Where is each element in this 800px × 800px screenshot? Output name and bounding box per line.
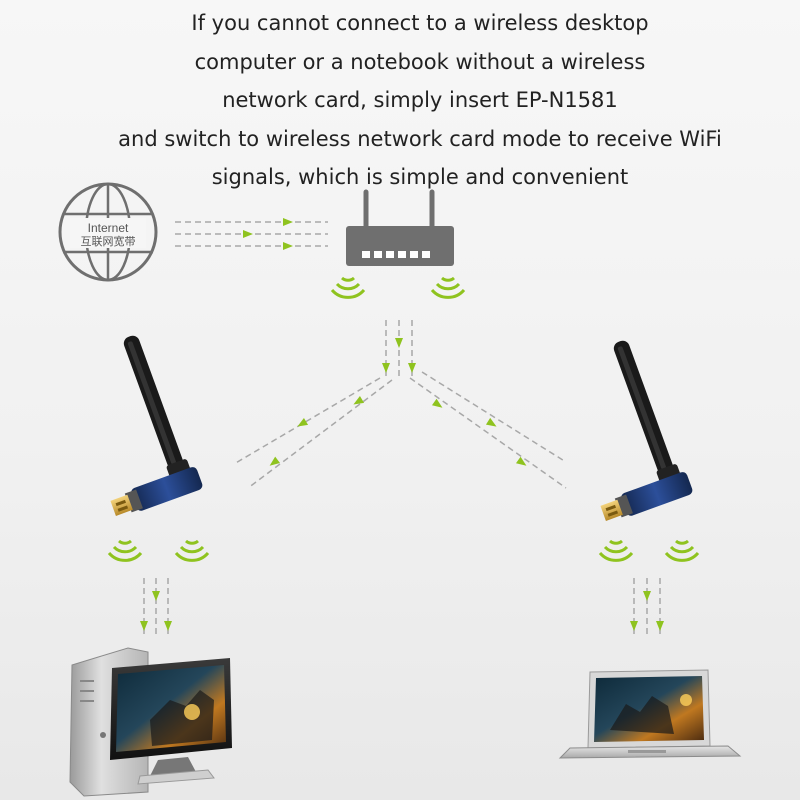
arrow-head [243, 230, 253, 238]
arrow-head [164, 621, 172, 631]
caption-line: and switch to wireless network card mode… [118, 126, 722, 151]
arrow-head [643, 591, 651, 601]
router-to-right-arrows [409, 371, 567, 489]
caption-line: If you cannot connect to a wireless desk… [191, 11, 649, 35]
arrow-head [408, 363, 416, 373]
wifi-signal-icon [107, 539, 143, 562]
arrow-head [485, 417, 499, 430]
arrow-head [656, 621, 664, 631]
usb-adapter-icon [110, 335, 203, 516]
caption-line: network card, simply insert EP-N1581 [222, 88, 618, 112]
caption-line: signals, which is simple and convenient [211, 165, 629, 189]
arrow-head [630, 621, 638, 631]
wifi-signal-icon [430, 276, 466, 299]
adapter-right-down-arrows [633, 578, 661, 638]
arrow-head [515, 456, 529, 469]
arrow-head [283, 242, 293, 250]
arrow-head [382, 363, 390, 373]
router-down-arrows [385, 320, 413, 380]
desktop-computer-icon [69, 647, 232, 797]
arrow-head [152, 591, 160, 601]
internet-to-router-arrows [175, 221, 328, 247]
arrow-head [395, 338, 403, 348]
globe-label-en: Internet [88, 221, 129, 235]
caption-text: If you cannot connect to a wireless desk… [60, 4, 780, 197]
arrow-head [431, 398, 445, 411]
wifi-signal-icon [174, 539, 210, 562]
adapter-left-down-arrows [143, 578, 169, 638]
wifi-signal-icon [330, 276, 366, 299]
arrow-head [140, 621, 148, 631]
caption-line: computer or a notebook without a wireles… [194, 49, 646, 74]
arrow-head [267, 456, 280, 469]
wifi-signal-icon [598, 539, 634, 562]
arrow-head [295, 417, 309, 430]
usb-adapter-icon [600, 340, 693, 521]
arrow-head [283, 218, 293, 226]
wifi-signal-icon [664, 539, 700, 562]
router-to-left-arrows [233, 377, 393, 489]
globe-label-cn: 互联网宽带 [81, 234, 136, 248]
globe-icon: Internet 互联网宽带 [58, 182, 158, 282]
router-icon [346, 189, 454, 266]
laptop-icon [558, 669, 742, 759]
